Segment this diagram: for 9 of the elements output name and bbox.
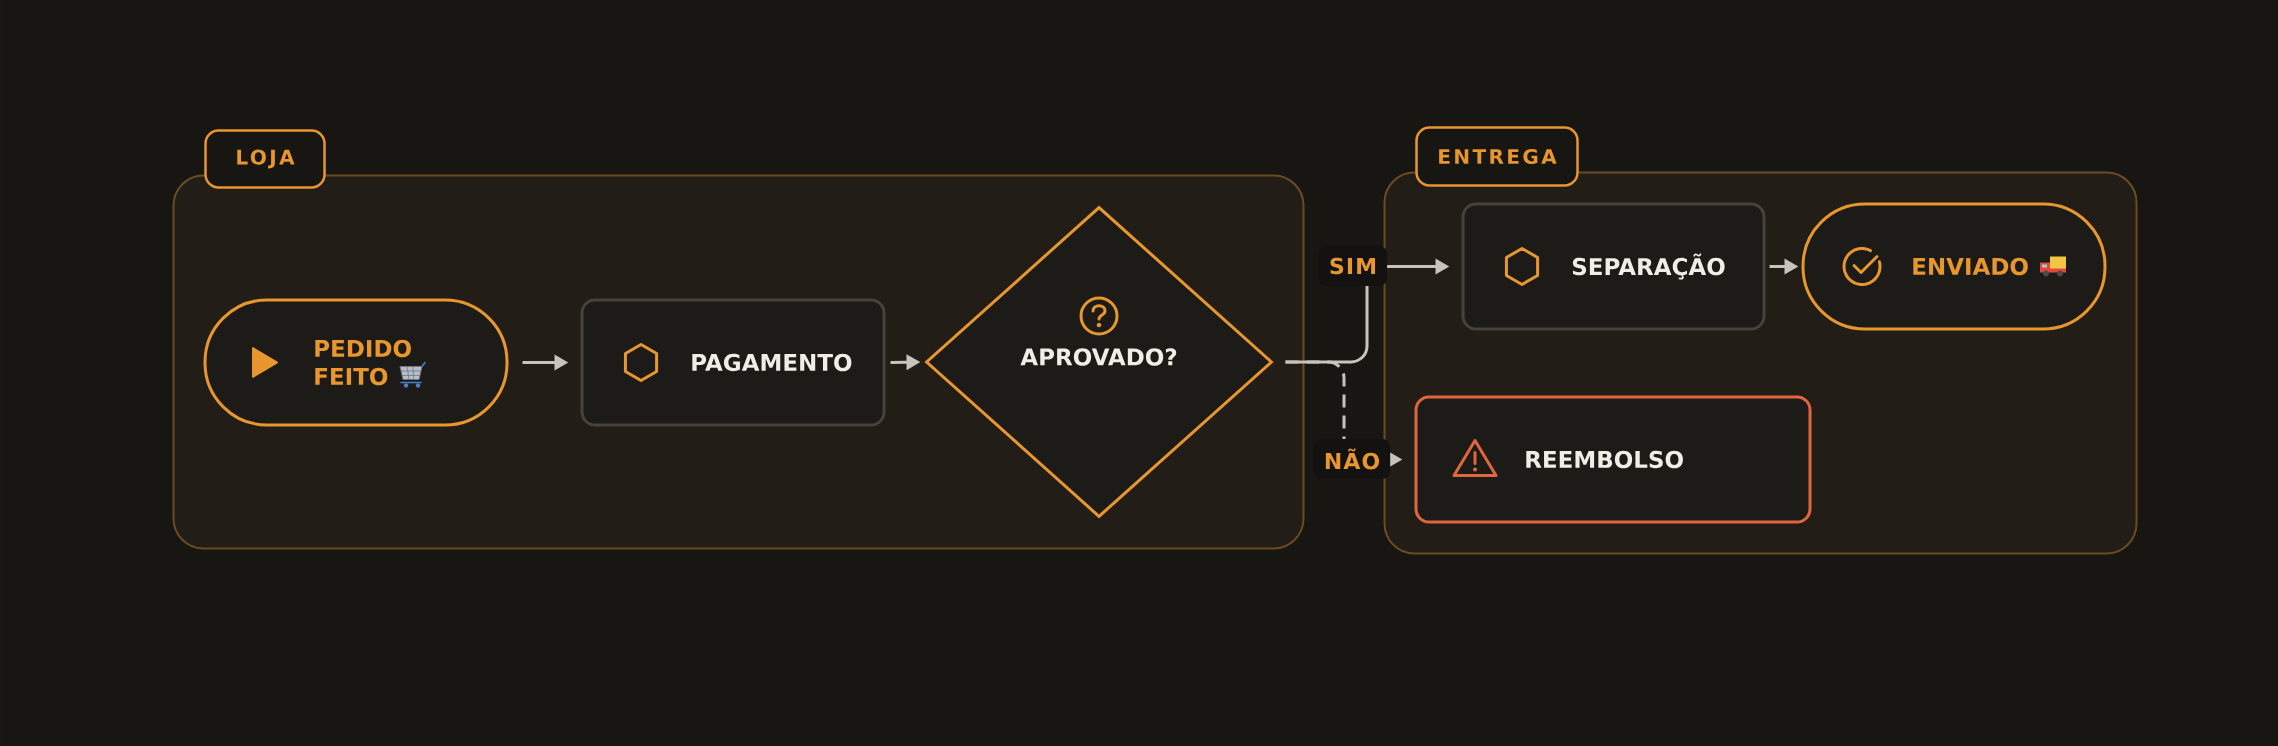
alert-box: REEMBOLSO [1414,395,1812,524]
group-tab: ENTREGA [1415,126,1579,187]
group-tab: LOJA [204,129,326,189]
process-box: PAGAMENTO [580,298,886,427]
edge-label: NÃO [1313,439,1391,479]
terminal-pill: PEDIDO FEITO [203,298,509,427]
terminal-pill: ENVIADO [1801,202,2107,331]
process-box: SEPARAÇÃO [1461,202,1766,331]
edge-label: SIM [1318,246,1388,286]
